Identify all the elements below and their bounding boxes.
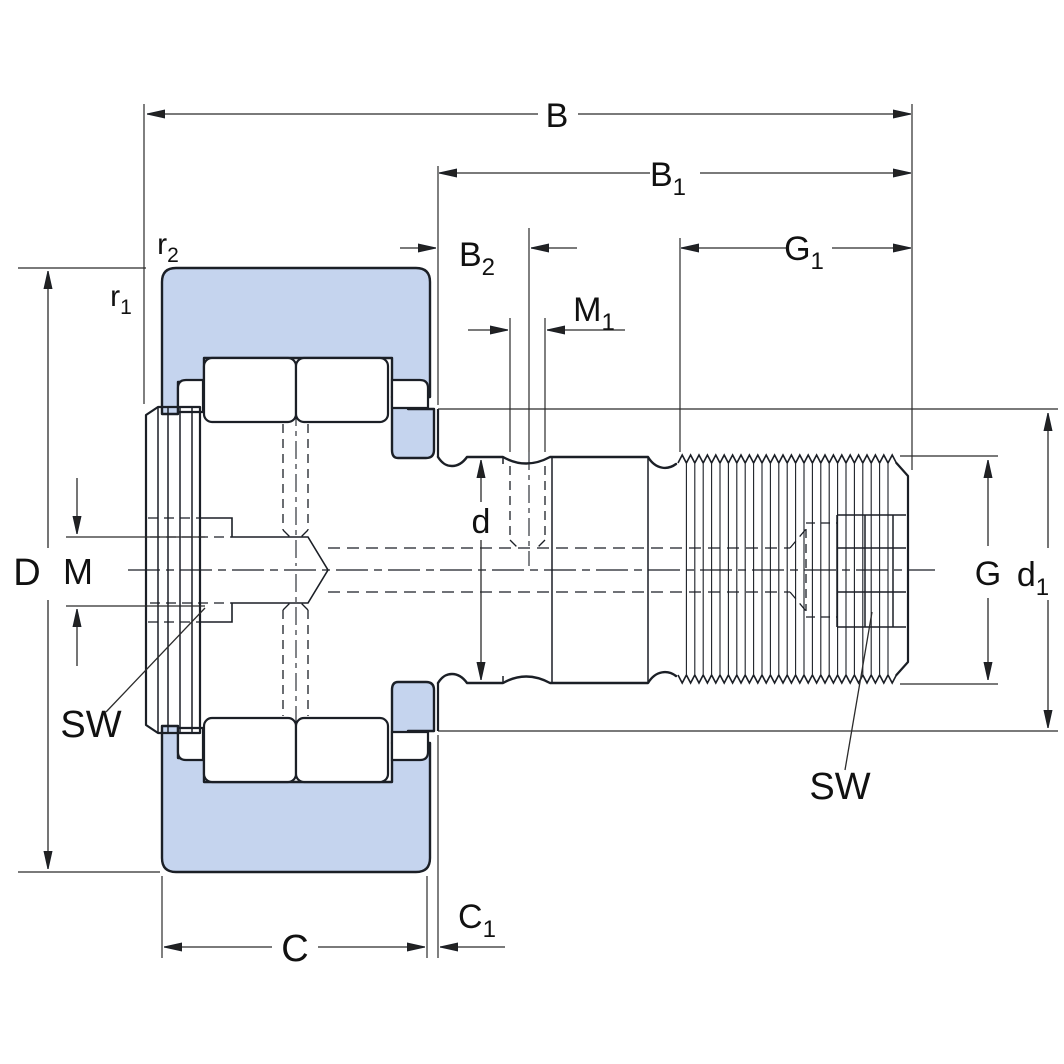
hidden-detail	[148, 408, 906, 730]
label-d: d	[472, 503, 491, 541]
label-C: C	[281, 928, 308, 970]
shaft-top-surface	[436, 455, 678, 470]
washer-bottom-right	[390, 730, 430, 762]
inner-ring-lube-hole	[282, 424, 309, 716]
label-C1: C1	[458, 898, 496, 943]
label-D: D	[13, 552, 40, 594]
label-M1: M1	[573, 291, 615, 336]
hex-socket-right-hidden	[789, 522, 837, 618]
dimension-lines	[48, 114, 1048, 947]
label-B1: B1	[650, 156, 686, 201]
guide-washers	[176, 378, 430, 762]
roller-bottom-right	[294, 716, 390, 784]
shaft-lube-hole	[509, 466, 546, 550]
extension-lines	[18, 104, 1058, 958]
label-M: M	[63, 551, 93, 592]
roller-top-right	[294, 356, 390, 424]
shaft-bottom-surface	[436, 670, 678, 685]
label-d1: d1	[1017, 556, 1049, 601]
rollers	[202, 356, 390, 784]
lubrication-duct	[328, 547, 790, 593]
leader-SW-left	[105, 607, 206, 713]
seal-bottom-right	[390, 680, 436, 745]
thread-end-chamfer-face	[895, 461, 910, 677]
label-r2: r2	[157, 228, 179, 267]
hex-socket-right-solid	[836, 514, 906, 628]
label-r1: r1	[110, 280, 132, 319]
thread-crest-top	[677, 453, 898, 465]
label-B2: B2	[459, 236, 495, 281]
outer-ring-top-half	[160, 266, 432, 416]
outer-ring	[160, 266, 436, 874]
washer-top-right	[390, 378, 430, 410]
leader-SW-right	[844, 611, 873, 771]
washer-bottom-left	[176, 726, 205, 762]
roller-bottom-left	[202, 716, 298, 784]
washer-top-left	[176, 378, 205, 414]
label-SW-left: SW	[60, 704, 121, 746]
thread-flank-lines	[685, 464, 889, 674]
dimension-labels: B B1 B2 M1 G1 r2 r1 D M SW d G d1 C C1 S…	[13, 97, 1049, 970]
label-SW-right: SW	[809, 766, 870, 808]
label-B: B	[546, 97, 569, 135]
label-G1: G1	[784, 230, 824, 275]
roller-top-left	[202, 356, 298, 424]
thread-section	[677, 453, 910, 685]
label-G: G	[975, 555, 1001, 593]
thread-crest-bottom	[677, 673, 898, 685]
outer-ring-bottom-half	[160, 724, 432, 874]
seal-top-right	[390, 395, 436, 460]
